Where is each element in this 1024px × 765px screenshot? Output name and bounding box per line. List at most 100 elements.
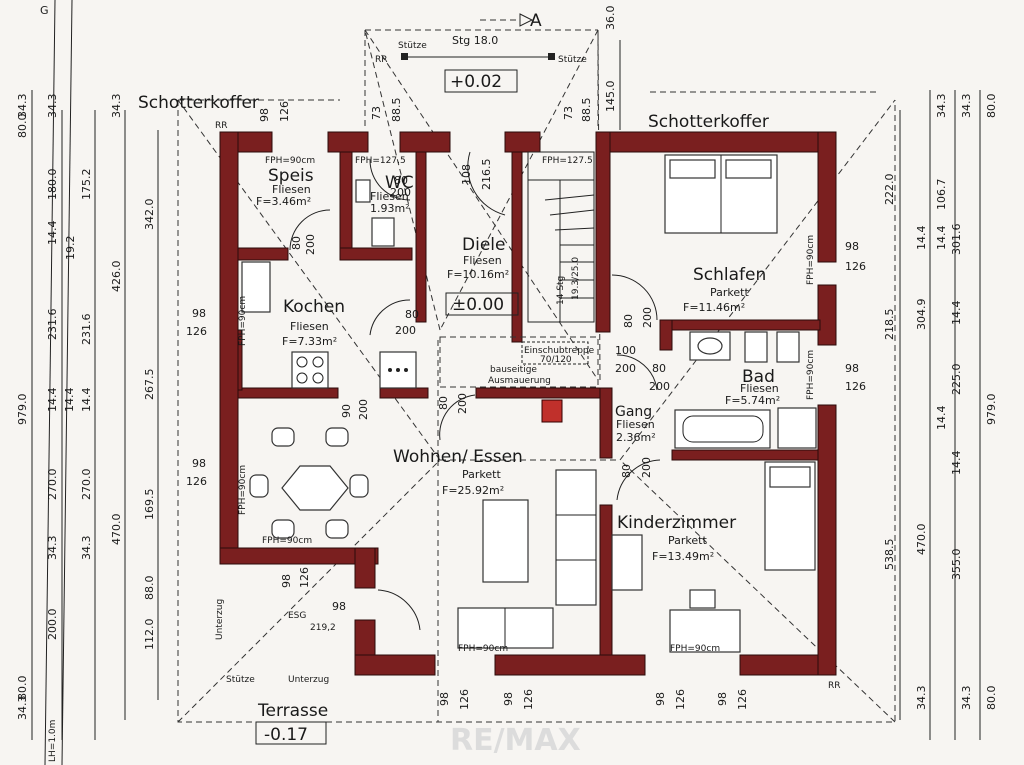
svg-text:231.6: 231.6: [80, 314, 93, 346]
svg-text:126: 126: [736, 689, 749, 710]
svg-text:34.3: 34.3: [46, 536, 59, 561]
svg-text:200.0: 200.0: [46, 609, 59, 641]
svg-text:98: 98: [258, 108, 271, 122]
rr-bottom: RR: [828, 681, 841, 691]
svg-text:Fliesen: Fliesen: [616, 418, 655, 431]
toilet: [371, 217, 395, 247]
svg-text:538.5: 538.5: [883, 539, 896, 571]
svg-text:14.4: 14.4: [80, 388, 93, 413]
svg-text:218.5: 218.5: [883, 309, 896, 341]
svg-text:WC: WC: [385, 173, 414, 193]
svg-text:145.0: 145.0: [604, 81, 617, 113]
svg-text:34.3: 34.3: [960, 686, 973, 711]
gravel-left: Schotterkoffer: [138, 93, 259, 113]
svg-text:98: 98: [654, 692, 667, 706]
terrace: Terrasse -0.17: [255, 701, 328, 745]
svg-text:355.0: 355.0: [950, 549, 963, 581]
svg-text:200: 200: [641, 307, 654, 328]
entry-level: +0.02: [450, 72, 502, 92]
svg-text:175.2: 175.2: [80, 169, 93, 201]
svg-text:Fliesen: Fliesen: [740, 382, 779, 395]
svg-text:14.4: 14.4: [950, 451, 963, 476]
sofa: [555, 469, 597, 606]
svg-text:270.0: 270.0: [80, 469, 93, 501]
gravel-right: Schotterkoffer: [648, 112, 769, 132]
svg-text:14.4: 14.4: [46, 221, 59, 246]
room-gang: Gang Fliesen 2.36m²: [615, 404, 656, 444]
svg-text:98: 98: [845, 240, 859, 253]
svg-text:267.5: 267.5: [143, 369, 156, 401]
svg-text:Stütze: Stütze: [226, 675, 255, 685]
svg-text:80.0: 80.0: [16, 676, 29, 701]
svg-text:80: 80: [405, 308, 419, 321]
svg-text:Unterzug: Unterzug: [215, 599, 225, 640]
svg-text:bauseitige: bauseitige: [490, 365, 537, 375]
svg-text:98: 98: [845, 362, 859, 375]
grid-letter: G: [40, 4, 49, 17]
svg-text:FPH=127.5: FPH=127.5: [542, 156, 593, 166]
svg-text:270.0: 270.0: [46, 469, 59, 501]
svg-text:200: 200: [615, 362, 636, 375]
svg-text:301.6: 301.6: [950, 224, 963, 256]
svg-text:14.4: 14.4: [950, 301, 963, 326]
svg-text:34.3: 34.3: [960, 94, 973, 119]
staircase: [527, 151, 595, 323]
room-kochen: FPH=90cm Kochen Fliesen F=7.33m²: [238, 296, 345, 348]
svg-text:34.3: 34.3: [16, 94, 29, 119]
svg-text:FPH=90cm: FPH=90cm: [458, 644, 508, 654]
svg-text:126: 126: [522, 689, 535, 710]
svg-text:98: 98: [192, 307, 206, 320]
svg-text:Kochen: Kochen: [283, 297, 345, 317]
svg-text:36.0: 36.0: [604, 6, 617, 31]
svg-text:200: 200: [649, 380, 670, 393]
svg-text:80: 80: [622, 314, 635, 328]
svg-text:Ausmauerung: Ausmauerung: [488, 376, 551, 386]
svg-text:Parkett: Parkett: [668, 534, 707, 547]
room-wc: FPH=127.5 WC Fliesen 1.93m²: [355, 156, 414, 215]
svg-text:Terrasse: Terrasse: [257, 701, 328, 721]
chimney: [541, 399, 563, 423]
dimension-lines: [31, 40, 981, 740]
stove: [291, 351, 329, 389]
svg-text:14.4: 14.4: [63, 388, 76, 413]
svg-text:169.5: 169.5: [143, 489, 156, 521]
svg-text:FPH=90cm: FPH=90cm: [238, 296, 248, 346]
svg-text:FPH=127.5: FPH=127.5: [355, 156, 406, 166]
doors: [289, 151, 661, 631]
svg-text:Fliesen: Fliesen: [370, 190, 409, 203]
svg-text:±0.00: ±0.00: [452, 295, 504, 315]
svg-text:126: 126: [186, 325, 207, 338]
svg-text:ESG: ESG: [288, 611, 306, 621]
svg-text:98: 98: [192, 457, 206, 470]
svg-text:98: 98: [716, 692, 729, 706]
support-left: Stütze: [398, 41, 427, 51]
svg-text:34.3: 34.3: [935, 94, 948, 119]
svg-text:126: 126: [186, 475, 207, 488]
svg-text:80.0: 80.0: [985, 94, 998, 119]
svg-text:Speis: Speis: [268, 166, 314, 186]
svg-text:34.3: 34.3: [46, 94, 59, 119]
svg-text:100: 100: [615, 344, 636, 357]
svg-text:470.0: 470.0: [110, 514, 123, 546]
svg-text:F=7.33m²: F=7.33m²: [282, 335, 337, 348]
svg-text:304.9: 304.9: [915, 299, 928, 331]
svg-text:-0.17: -0.17: [264, 725, 308, 745]
svg-text:112.0: 112.0: [143, 619, 156, 651]
svg-text:F=3.46m²: F=3.46m²: [256, 195, 311, 208]
svg-text:126: 126: [845, 380, 866, 393]
svg-text:73: 73: [370, 106, 383, 120]
svg-text:Parkett: Parkett: [710, 286, 749, 299]
svg-text:126: 126: [278, 101, 291, 122]
svg-text:106.7: 106.7: [935, 179, 948, 211]
svg-text:225.0: 225.0: [950, 364, 963, 396]
room-speis: FPH=90cm Speis Fliesen F=3.46m²: [256, 156, 315, 208]
room-schlafen: FPH=90cm Schlafen Parkett F=11.46m²: [683, 235, 816, 314]
svg-text:98: 98: [502, 692, 515, 706]
svg-text:342.0: 342.0: [143, 199, 156, 231]
svg-text:F=10.16m²: F=10.16m²: [447, 268, 509, 281]
svg-text:126: 126: [298, 567, 311, 588]
svg-text:80: 80: [394, 174, 408, 187]
svg-text:200: 200: [395, 324, 416, 337]
svg-text:FPH=90cm: FPH=90cm: [670, 644, 720, 654]
svg-text:80: 80: [290, 236, 303, 250]
